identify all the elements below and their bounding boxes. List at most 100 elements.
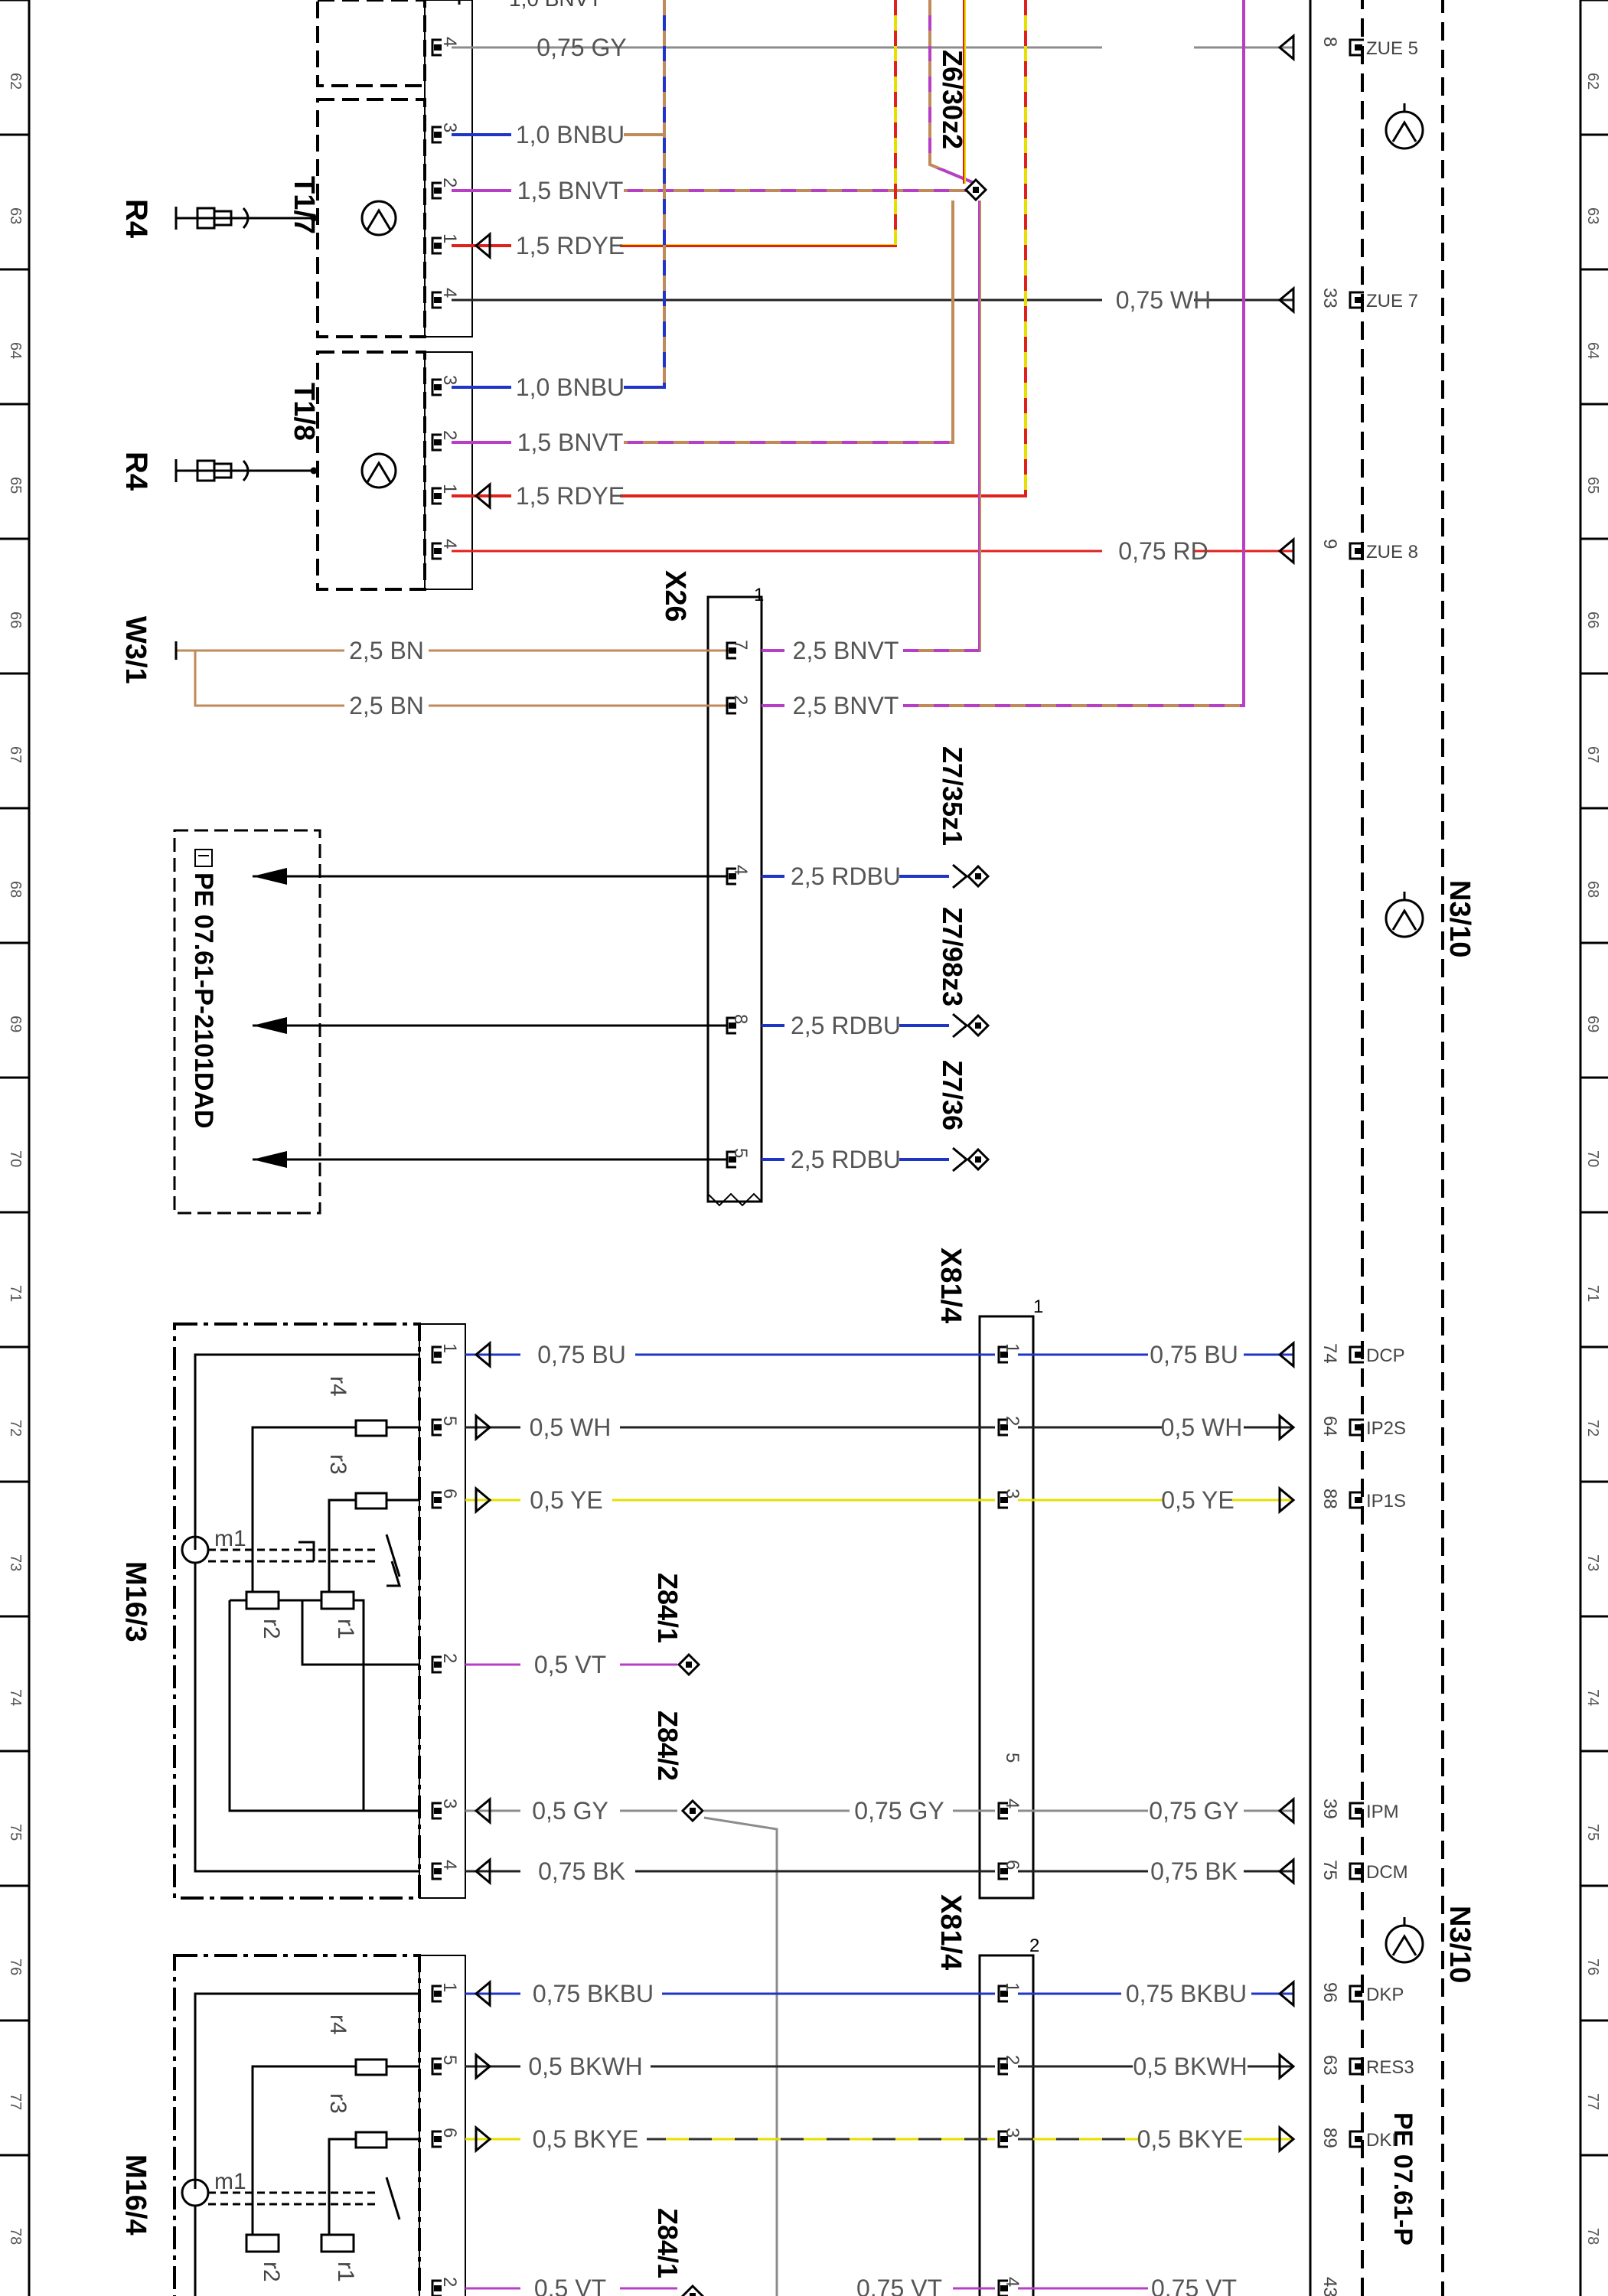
pin-number: 2	[439, 1653, 460, 1663]
row-number-left: 64	[7, 342, 24, 359]
ecu-pin-label: ZUE 5	[1366, 38, 1418, 59]
row-number-left: 75	[7, 1824, 24, 1841]
row-number-right: 68	[1584, 881, 1601, 898]
r1-label: r1	[333, 1619, 358, 1639]
pin-number: 1	[439, 484, 460, 494]
plug-icon	[726, 696, 736, 715]
splice-arrow-icon	[952, 1146, 969, 1172]
row-number-left: 77	[7, 2093, 24, 2110]
splice-label-z84-1b: Z84/1	[652, 2208, 683, 2278]
row-number-right: 67	[1584, 746, 1601, 763]
wire-label: 1,0 BNBU	[516, 121, 625, 148]
wire-label: 1,5 RDYE	[516, 482, 625, 510]
w3-1-label: W3/1	[119, 616, 152, 684]
pin-number: 2	[439, 2277, 460, 2287]
row-number-left: 78	[7, 2228, 24, 2245]
m16-4-label: M16/4	[119, 2154, 152, 2236]
spark-plug-icon	[174, 207, 318, 230]
r4-resistor-label: r4	[325, 1376, 351, 1397]
wire-label: 0,5 VT	[534, 1651, 606, 1678]
pin-number: 43	[1319, 2277, 1340, 2296]
ecu-n3-10	[1361, 0, 1444, 2296]
pin-number: 4	[439, 288, 460, 298]
plug-icon	[997, 1802, 1008, 1820]
terminal-icon	[1349, 291, 1364, 309]
r2-label: r2	[259, 1619, 284, 1639]
row-number-left: 74	[7, 1689, 24, 1706]
plug-icon	[997, 1491, 1008, 1509]
pin-number: 4	[1002, 2277, 1023, 2287]
r4-label-b: R4	[119, 452, 153, 491]
row-number-right: 72	[1584, 1420, 1601, 1437]
wire-label: 2,5 BN	[349, 692, 424, 719]
pin-number: 89	[1319, 2128, 1340, 2148]
wire-label: 1,0 BNBU	[516, 373, 625, 401]
plug-icon	[431, 1985, 442, 2003]
pin-number: 4	[1002, 1799, 1023, 1808]
row-number-right: 78	[1584, 2228, 1601, 2245]
wire-label: 0,5 BKWH	[1133, 2053, 1247, 2080]
splice-icon	[680, 2284, 705, 2296]
r4-resistor-label-b: r4	[325, 2014, 351, 2035]
row-number-left: 69	[7, 1016, 24, 1032]
x81-4-conn-num-a: 1	[1033, 1296, 1043, 1317]
row-number-left: 72	[7, 1420, 24, 1437]
plug-icon	[431, 1862, 442, 1880]
wire-label: 0,5 BKYE	[533, 2125, 639, 2153]
arrow-left-icon	[1277, 285, 1295, 315]
t1-7-connector	[424, 0, 473, 338]
arrow-right-icon	[1278, 2125, 1296, 2154]
x81-4-conn-num-b: 2	[1029, 1936, 1039, 1956]
r1-label-b: r1	[333, 2262, 358, 2282]
pin-number: 75	[1319, 1860, 1340, 1880]
m1-label-a: m1	[214, 1526, 246, 1551]
m16-3-label: M16/3	[119, 1561, 152, 1642]
pin-number: 3	[439, 122, 460, 132]
wire-label: 0,75 GY	[854, 1797, 944, 1825]
symbols	[431, 33, 1364, 2296]
plug-icon	[726, 1016, 736, 1035]
pin-number: 3	[439, 1799, 460, 1808]
pin-number: 3	[439, 375, 460, 385]
row-number-left: 73	[7, 1554, 24, 1571]
row-number-right: 65	[1584, 477, 1601, 494]
arrow-left-icon	[1277, 33, 1295, 62]
wire-label: 0,75 GY	[537, 34, 626, 61]
pin-number: 6	[439, 1489, 460, 1499]
wire-label: 0,75 VT	[1151, 2275, 1237, 2296]
ecu-pin-label: IP2S	[1366, 1418, 1406, 1439]
ecu-pin-label: ZUE 8	[1366, 542, 1418, 563]
row-number-left: 76	[7, 1958, 24, 1975]
plug-icon	[431, 2130, 442, 2148]
pin-number: 6	[439, 2128, 460, 2138]
plug-icon	[431, 236, 442, 255]
terminal-icon	[1349, 2057, 1364, 2076]
wire-label: 0,5 GY	[532, 1797, 608, 1825]
r3-label: r3	[325, 1454, 351, 1475]
plug-icon	[431, 378, 442, 396]
arrow-left-icon	[474, 231, 491, 260]
pin-number: 1	[1002, 1982, 1023, 1992]
row-number-right: 77	[1584, 2093, 1601, 2110]
terminal-icon	[1349, 1802, 1364, 1820]
row-number-left: 71	[7, 1285, 24, 1302]
arrow-left-icon	[474, 1340, 491, 1369]
r4-label-a: R4	[119, 199, 153, 239]
terminal-icon	[1349, 1985, 1364, 2003]
row-number-right: 66	[1584, 612, 1601, 628]
wire-label: 2,5 BNVT	[793, 692, 899, 719]
pin-number: 8	[1319, 37, 1340, 47]
plug-icon	[997, 2279, 1008, 2296]
arrow-right-icon	[1278, 1413, 1296, 1442]
plug-icon	[431, 433, 442, 452]
terminal-icon	[1349, 1862, 1364, 1880]
plug-icon	[431, 1802, 442, 1820]
plug-icon	[726, 641, 736, 660]
pin-number: 5	[439, 2055, 460, 2065]
r2-label-b: r2	[259, 2262, 284, 2282]
row-number-left: 68	[7, 881, 24, 898]
plug-icon	[431, 2057, 442, 2076]
pin-number: 3	[1002, 1489, 1023, 1499]
